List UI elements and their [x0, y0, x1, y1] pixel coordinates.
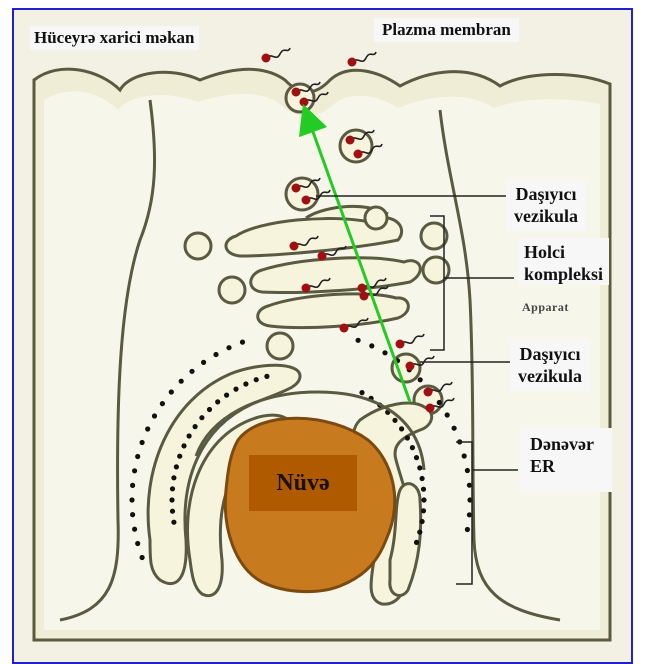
ribosome-dot: [240, 340, 245, 345]
protein-dot: [396, 340, 405, 349]
protein-dot: [292, 88, 301, 97]
protein-dot: [348, 58, 357, 67]
ribosome-dot: [174, 464, 179, 469]
protein-dot: [318, 252, 327, 261]
ribosome-dot: [369, 343, 374, 348]
golgi-complex-label: Holci kompleksi: [518, 238, 609, 285]
ribosome-dot: [437, 400, 442, 405]
ribosome-dot: [399, 426, 404, 431]
ribosome-dot: [177, 454, 182, 459]
ribosome-dot: [414, 455, 419, 460]
ribosome-dot: [421, 508, 426, 513]
rough-er-line1: Dənəvər: [530, 434, 602, 456]
protein-dot: [354, 150, 363, 159]
ribosome-dot: [213, 352, 218, 357]
transport-vesicle-top-line2: vezikula: [514, 206, 578, 228]
ribosome-dot: [189, 369, 194, 374]
ribosome-dot: [420, 519, 425, 524]
ribosome-dot: [462, 453, 467, 458]
ribosome-dot: [135, 454, 140, 459]
ribosome-dot: [254, 377, 259, 382]
ribosome-dot: [152, 413, 157, 418]
protein-dot: [358, 284, 367, 293]
ribosome-dot: [207, 407, 212, 412]
ribosome-dot: [420, 476, 425, 481]
ribosome-dot: [132, 468, 137, 473]
ribosome-dot: [169, 497, 174, 502]
golgi-line2: kompleksi: [524, 264, 603, 286]
ribosome-dot: [417, 465, 422, 470]
ribosome-dot: [129, 497, 134, 502]
plasma-membrane-label: Plazma membran: [374, 18, 519, 42]
rough-er-label: Dənəvər ER: [520, 428, 612, 492]
rough-er-line2: ER: [530, 456, 602, 478]
ribosome-dot: [382, 350, 387, 355]
protein-dot: [302, 196, 311, 205]
nucleus-label: Nüvə: [249, 455, 357, 511]
ribosome-dot: [201, 360, 206, 365]
protein-dot: [300, 98, 309, 107]
protein-dot: [346, 136, 355, 145]
ribosome-dot: [130, 512, 135, 517]
ribosome-dot: [224, 393, 229, 398]
ribosome-dot: [421, 497, 426, 502]
ribosome-dot: [140, 440, 145, 445]
protein-dot: [424, 388, 433, 397]
ribosome-dot: [170, 509, 175, 514]
ribosome-dot: [140, 555, 145, 560]
ribosome-dot: [418, 377, 423, 382]
protein-dot: [302, 284, 311, 293]
ribosome-dot: [405, 435, 410, 440]
ribosome-dot: [215, 399, 220, 404]
ribosome-dot: [132, 527, 137, 532]
ribosome-dot: [445, 412, 450, 417]
ribosome-dot: [421, 487, 426, 492]
ribosome-dot: [452, 426, 457, 431]
protein-dot: [426, 404, 435, 413]
ribosome-dot: [145, 426, 150, 431]
ribosome-dot: [199, 415, 204, 420]
ribosome-dot: [171, 520, 176, 525]
ribosome-dot: [465, 468, 470, 473]
transport-vesicle-label-bottom: Daşıyıcı vezikula: [510, 340, 590, 391]
ribosome-dot: [181, 443, 186, 448]
ribosome-dot: [465, 527, 470, 532]
ribosome-dot: [169, 389, 174, 394]
ribosome-dot: [392, 418, 397, 423]
protein-dot: [290, 242, 299, 251]
protein-dot: [360, 292, 369, 301]
ribosome-dot: [130, 483, 135, 488]
golgi-line1: Holci: [524, 242, 603, 264]
ribosome-dot: [135, 541, 140, 546]
ribosome-dot: [233, 387, 238, 392]
extracellular-space-label: Hüceyrə xarici məkan: [30, 26, 199, 50]
ribosome-dot: [264, 374, 269, 379]
ribosome-dot: [467, 512, 472, 517]
ribosome-dot: [179, 379, 184, 384]
transport-vesicle-bottom-line1: Daşıyıcı: [518, 344, 582, 366]
ribosome-dot: [359, 390, 364, 395]
ribosome-dot: [414, 540, 419, 545]
ribosome-dot: [356, 338, 361, 343]
ribosome-dot: [243, 381, 248, 386]
protein-dot: [340, 324, 349, 333]
ribosome-dot: [187, 433, 192, 438]
transport-vesicle-top-line1: Daşıyıcı: [514, 184, 578, 206]
protein-dot: [262, 54, 271, 63]
golgi-apparatus-underlying-label: Apparat: [522, 300, 569, 314]
ribosome-dot: [170, 486, 175, 491]
ribosome-dot: [193, 424, 198, 429]
protein-dot: [406, 362, 415, 371]
transport-vesicle-label-top: Daşıyıcı vezikula: [506, 180, 586, 231]
transport-vesicle-bottom-line2: vezikula: [518, 366, 582, 388]
ribosome-dot: [410, 445, 415, 450]
ribosome-dot: [160, 401, 165, 406]
ribosome-dot: [171, 475, 176, 480]
protein-dot: [292, 184, 301, 193]
ribosome-dot: [417, 530, 422, 535]
ribosome-dot: [226, 345, 231, 350]
ribosome-dot: [467, 483, 472, 488]
